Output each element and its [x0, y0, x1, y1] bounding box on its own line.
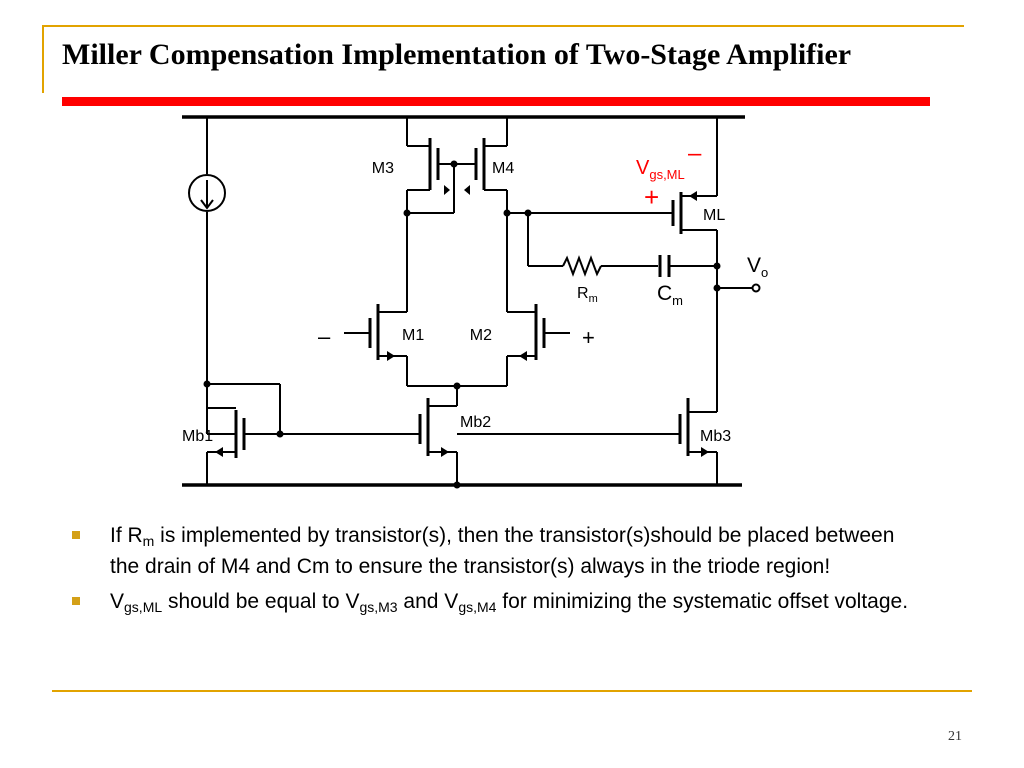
label-mb1: Mb1: [182, 428, 213, 445]
input-plus-sign: +: [582, 325, 595, 350]
resistor-rm-symbol: [562, 255, 602, 277]
input-minus-sign: –: [318, 324, 331, 349]
bullet-item: If Rm is implemented by transistor(s), t…: [72, 520, 912, 582]
label-cm: Cm: [657, 282, 683, 308]
mb2-arrow: [441, 447, 449, 457]
label-vo: Vo: [747, 254, 768, 280]
title-underline-bar: [62, 97, 930, 106]
current-source-symbol: [188, 174, 226, 212]
junction-dots: [203, 160, 721, 489]
component-value-labels: Rm Cm Vo – +: [318, 254, 768, 350]
m4-source-arrow: [464, 185, 470, 195]
m1-arrow: [387, 351, 395, 361]
circuit-labels: M3 M4 M1 M2 ML Mb1 Mb2 Mb3: [182, 160, 731, 445]
label-rm: Rm: [577, 285, 598, 305]
bullet-square-icon: [72, 597, 80, 605]
m2-arrow: [519, 351, 527, 361]
circuit-diagram: M3 M4 M1 M2 ML Mb1 Mb2 Mb3 Rm Cm Vo – + …: [182, 115, 768, 489]
label-mb3: Mb3: [700, 428, 731, 445]
label-m3: M3: [372, 160, 394, 177]
slide-title: Miller Compensation Implementation of Tw…: [62, 38, 852, 71]
mosfet-arrows: [215, 185, 709, 457]
vo-terminal: [751, 283, 761, 293]
page-number: 21: [948, 729, 962, 744]
frame-left-line: [42, 25, 44, 93]
label-ml: ML: [703, 207, 725, 224]
ml-arrow: [689, 191, 697, 201]
label-m4: M4: [492, 160, 514, 177]
label-m2: M2: [470, 327, 492, 344]
mb3-arrow: [701, 447, 709, 457]
m3-source-arrow: [444, 185, 450, 195]
label-vgs-ml: Vgs,ML: [636, 157, 685, 182]
frame-top-line: [42, 25, 964, 27]
circuit-wires: [182, 115, 761, 487]
vgs-plus-sign: +: [644, 182, 659, 212]
frame-bottom-line: [52, 690, 972, 692]
bullet-list: If Rm is implemented by transistor(s), t…: [72, 520, 912, 621]
label-mb2: Mb2: [460, 414, 491, 431]
vgs-annotation: Vgs,ML – +: [636, 140, 702, 212]
bullet-item: Vgs,ML should be equal to Vgs,M3 and Vgs…: [72, 586, 912, 617]
vgs-minus-sign: –: [688, 140, 702, 167]
bullet-square-icon: [72, 531, 80, 539]
mb1-arrow: [215, 447, 223, 457]
label-m1: M1: [402, 327, 424, 344]
